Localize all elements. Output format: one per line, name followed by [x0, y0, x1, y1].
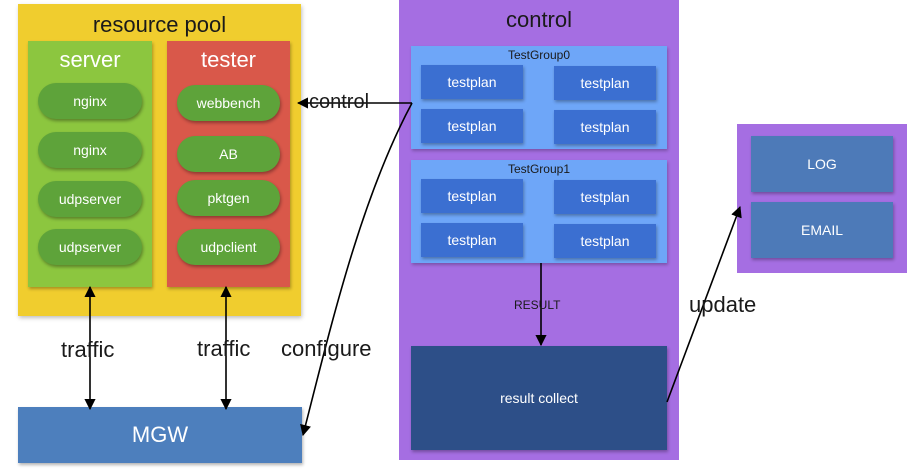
tester-item: udpclient [177, 229, 280, 265]
test-group-title: TestGroup1 [507, 162, 571, 176]
test-group-0: TestGroup0 testplan testplan testplan te… [411, 46, 667, 149]
testplan-box: testplan [421, 223, 523, 257]
traffic-label: traffic [61, 337, 115, 362]
testplan-box: testplan [421, 179, 523, 213]
result-label: RESULT [514, 298, 561, 312]
tester-item: pktgen [177, 180, 280, 216]
server-group: server nginx nginx udpserver udpserver [28, 41, 152, 287]
control-title: control [505, 7, 573, 32]
server-item: nginx [38, 83, 142, 119]
result-collect-box: result collect [411, 346, 667, 450]
configure-arrow [300, 102, 413, 437]
testplan-box: testplan [421, 109, 523, 143]
server-title: server [59, 47, 121, 72]
output-panel: LOG EMAIL [737, 124, 907, 273]
tester-item: webbench [177, 85, 280, 121]
email-box: EMAIL [751, 202, 893, 258]
testplan-box: testplan [554, 66, 656, 100]
configure-label: configure [281, 336, 372, 361]
server-item: udpserver [38, 181, 142, 217]
tester-group: tester webbench AB pktgen udpclient [167, 41, 290, 287]
update-label: update [689, 292, 757, 317]
testplan-box: testplan [554, 110, 656, 144]
tester-title: tester [200, 47, 257, 72]
log-box: LOG [751, 136, 893, 192]
test-group-title: TestGroup0 [507, 48, 571, 62]
testplan-box: testplan [554, 224, 656, 258]
server-item: nginx [38, 132, 142, 168]
tester-item: AB [177, 136, 280, 172]
control-label: control [309, 91, 370, 113]
traffic-label: traffic [197, 336, 251, 361]
testplan-box: testplan [421, 65, 523, 99]
testplan-box: testplan [554, 180, 656, 214]
server-item: udpserver [38, 229, 142, 265]
mgw-box: MGW [18, 407, 302, 463]
test-group-1: TestGroup1 testplan testplan testplan te… [411, 160, 667, 263]
resource-pool-title: resource pool [92, 12, 227, 37]
update-arrow [666, 205, 742, 403]
